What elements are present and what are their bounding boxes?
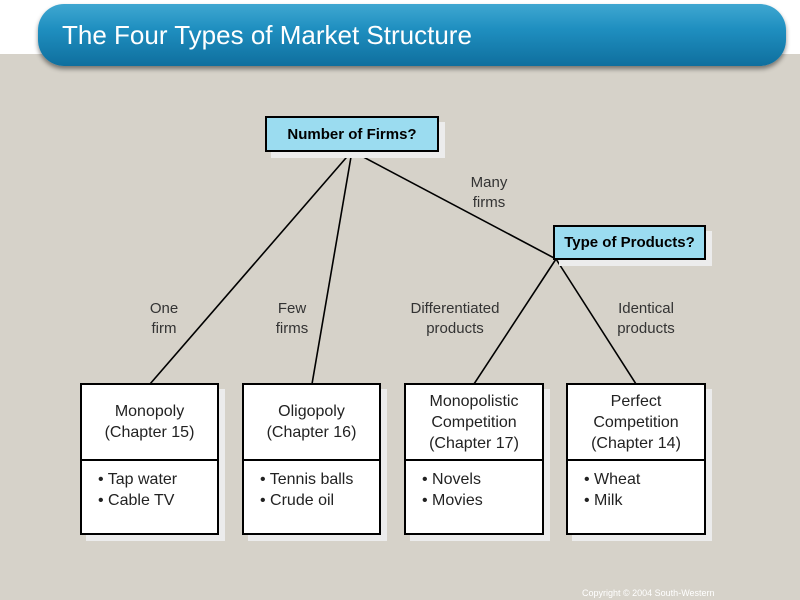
list-item: • Crude oil xyxy=(260,492,335,509)
market-title: Perfect Competition (Chapter 14) xyxy=(568,385,704,461)
market-title: Monopoly (Chapter 15) xyxy=(82,385,217,461)
branch-label-identical: Identical products xyxy=(617,300,675,337)
example-list: • Novels • Movies xyxy=(406,461,542,511)
list-item: • Novels xyxy=(422,471,481,488)
number-of-firms-label: Number of Firms? xyxy=(287,125,417,143)
branch-label-one-firm: One firm xyxy=(149,300,179,337)
connector-one-firm xyxy=(149,150,353,385)
connector-identical xyxy=(555,258,637,385)
type-of-products-label: Type of Products? xyxy=(564,234,695,251)
example-list: • Wheat • Milk xyxy=(568,461,704,511)
example-list: • Tennis balls • Crude oil xyxy=(244,461,379,511)
list-item: • Milk xyxy=(584,492,623,509)
market-box-monopolistic-competition: Monopolistic Competition (Chapter 17) • … xyxy=(404,383,544,535)
connector-few-firms xyxy=(311,150,353,385)
list-item: • Wheat xyxy=(584,471,641,488)
market-box-perfect-competition: Perfect Competition (Chapter 14) • Wheat… xyxy=(566,383,706,535)
connector-many-firms xyxy=(351,150,557,260)
copyright-notice: Copyright © 2004 South-Western xyxy=(582,588,715,598)
list-item: • Movies xyxy=(422,492,483,509)
number-of-firms-box: Number of Firms? xyxy=(265,116,439,152)
slide-title: The Four Types of Market Structure xyxy=(62,20,472,50)
list-item: • Cable TV xyxy=(98,492,175,509)
market-box-monopoly: Monopoly (Chapter 15) • Tap water • Cabl… xyxy=(80,383,219,535)
connector-differentiated xyxy=(473,258,557,385)
market-box-oligopoly: Oligopoly (Chapter 16) • Tennis balls • … xyxy=(242,383,381,535)
title-bar: The Four Types of Market Structure xyxy=(38,4,786,66)
branch-label-few-firms: Few firms xyxy=(275,300,309,337)
type-of-products-box: Type of Products? xyxy=(553,225,706,260)
branch-label-differentiated: Differentiated products xyxy=(410,300,500,337)
list-item: • Tap water xyxy=(98,471,178,488)
market-title: Oligopoly (Chapter 16) xyxy=(244,385,379,461)
example-list: • Tap water • Cable TV xyxy=(82,461,217,511)
list-item: • Tennis balls xyxy=(260,471,354,488)
market-title: Monopolistic Competition (Chapter 17) xyxy=(406,385,542,461)
branch-label-many-firms: Many firms xyxy=(470,174,508,211)
